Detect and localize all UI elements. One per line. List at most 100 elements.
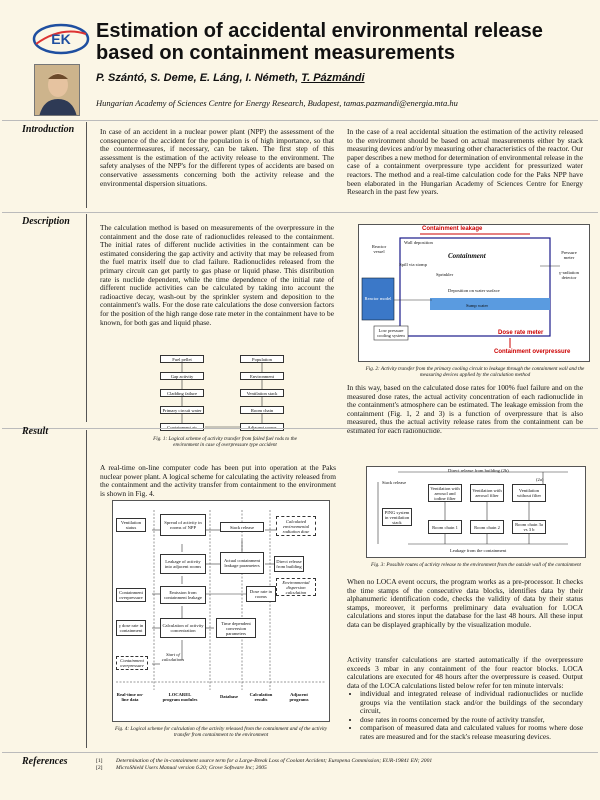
fig1-box: Containment air: [160, 423, 204, 431]
fig3-vent-aerosol-iodine: Ventilation with aerosol and iodine filt…: [428, 484, 462, 502]
intro-left-text: In case of an accident in a nuclear powe…: [100, 127, 334, 188]
result-right-p2: Activity transfer calculations are start…: [347, 655, 583, 690]
reference-text: Determination of the in-containment sour…: [116, 758, 433, 764]
fig3-stack-release: Stack release: [382, 480, 407, 485]
intro-right-text: In the case of a real accidental situati…: [347, 127, 583, 197]
reference-text: MicroShield Users Manual version 6.20; G…: [116, 765, 267, 771]
fig2-deposition-water: Deposition on water surface: [448, 288, 500, 293]
result-right-p1: When no LOCA event occurs, the program w…: [347, 577, 583, 629]
reference-number: [2]: [96, 765, 103, 771]
fig1-caption: Fig. 1: Logical scheme of activity trans…: [153, 436, 297, 448]
fig4-time-dependent: Time dependent conversion parameters: [216, 618, 256, 638]
fig1-arrows: [181, 363, 263, 428]
fig4-env-dispersion: Environmental dispersion calculation: [276, 578, 316, 596]
fig3-vent-without: Ventilation without filter: [512, 484, 546, 502]
fig3-room1: Room chain 1: [428, 520, 462, 534]
fig3-room2: Room chain 2: [470, 520, 504, 534]
fig4-lines: [116, 510, 326, 690]
section-description: Description: [22, 216, 70, 227]
fig4-calc-env: Calculated environmental radiation dose: [276, 516, 316, 536]
fig4-cont-overpressure: Containment overpressure: [116, 588, 146, 602]
fig3-ping: PING system in ventilation stack: [382, 508, 412, 526]
fig3-caption: Fig. 3: Possible routes of activity rele…: [370, 562, 581, 568]
fig1-box: Adjacent rooms: [240, 423, 284, 431]
fig4-bottom-label: Real-time on-line data: [116, 692, 144, 702]
fig3-label-2a: (2a): [536, 477, 544, 482]
fig2-sump-water: Sump water: [466, 303, 489, 308]
ek-logo: EK: [32, 23, 90, 55]
section-rule: [86, 122, 87, 208]
section-result: Result: [22, 426, 49, 437]
divider: [2, 212, 598, 213]
affiliation: Hungarian Academy of Sciences Centre for…: [96, 98, 458, 108]
fig4-bottom-label: LOCAREL program modules: [162, 692, 198, 702]
fig4-caption: Fig. 4: Logical scheme for calculation o…: [114, 726, 328, 738]
fig2-wall-deposition: Wall deposition: [404, 240, 433, 245]
fig4-bottom-label: Database: [219, 694, 239, 699]
reference-item: [1] Determination of the in-containment s…: [96, 758, 432, 765]
fig3-vent-aerosol: Ventilation with aerosol filter: [470, 484, 504, 502]
fig4-bottom-label: Calculation results: [249, 692, 273, 702]
fig4-vent-status: Ventilation status: [116, 518, 146, 532]
reference-number: [1]: [96, 758, 103, 764]
section-rule: [86, 430, 87, 748]
fig4-gamma-dose: γ dose rate in containment: [116, 620, 146, 636]
divider: [2, 428, 598, 429]
fig4-actual-leakage: Actual containment leakage parameters: [220, 552, 264, 574]
fig3-top-label: Direct release from building (2b): [448, 468, 509, 473]
fig3-room3: Room chain 3a vs 3 b: [512, 520, 546, 534]
fig2-sprinkler: Sprinkler: [436, 272, 454, 277]
fig2-low-pressure: Low pressure cooling system: [377, 328, 405, 338]
fig4-frame: [112, 500, 330, 722]
authors-list: P. Szántó, S. Deme, E. Láng, I. Németh,: [96, 72, 299, 84]
bullet-item: comparison of measured data and calculat…: [360, 724, 583, 741]
fig3-leakage-label: Leakage from the containment: [450, 548, 507, 553]
fig1-box: Room chain: [240, 406, 284, 414]
fig4-dose-rate-rooms: Dose rate in rooms: [246, 586, 276, 602]
fig2-dose-rate-meter: Dose rate meter: [498, 330, 544, 336]
result-left-text: A real-time on-line computer code has be…: [100, 463, 336, 498]
references-list: [1] Determination of the in-containment s…: [96, 758, 432, 772]
fig1-box: Gap activity: [160, 372, 204, 380]
fig2-caption: Fig. 2: Activity transfer from the prima…: [365, 366, 585, 378]
fig4-direct-release: Direct release from building: [274, 556, 304, 572]
divider: [2, 752, 598, 753]
logo-text: EK: [51, 31, 70, 47]
fig2-pressure-meter: Pressure meter: [561, 250, 577, 260]
fig2-gamma-detector: γ-radiation detector: [559, 270, 579, 280]
authors: P. Szántó, S. Deme, E. Láng, I. Németh, …: [96, 72, 365, 84]
fig2-containment-overpressure: Containment overpressure: [494, 349, 571, 355]
fig4-bottom-label: Adjacent programs: [289, 692, 309, 702]
fig1-box: Fuel pellet: [160, 355, 204, 363]
description-left-text: The calculation method is based on measu…: [100, 223, 334, 327]
fig4-emission: Emission from containment leakage: [160, 586, 206, 604]
bullet-item: dose rates in rooms concerned by the rou…: [360, 715, 583, 725]
fig1-box: Cladding failure: [160, 389, 204, 397]
fig2-containment: Containment: [448, 252, 486, 260]
fig4-leakage-adjacent: Leakage of activity into adjacent rooms: [160, 554, 206, 574]
fig1-box: Primary circuit water: [160, 406, 204, 414]
fig2-containment-leakage: Containment leakage: [422, 226, 483, 232]
fig4-spread: Spread of activity in rooms of NPP: [160, 514, 206, 536]
result-bullets: individual and integrated release of ind…: [350, 689, 583, 742]
author-photo: [34, 64, 80, 116]
fig4-calc-activity: Calculation of activity concentration: [160, 618, 206, 638]
poster-title: Estimation of accidental environmental r…: [96, 20, 543, 64]
section-references: References: [22, 756, 68, 767]
section-introduction: Introduction: [22, 124, 75, 135]
fig1-box: Population: [240, 355, 284, 363]
reference-item: [2] MicroShield Users Manual version 6.20…: [96, 765, 432, 772]
corresponding-author: T. Pázmándi: [301, 72, 365, 84]
section-rule: [86, 214, 87, 422]
fig4-start-calc: Start of calculations: [161, 652, 185, 662]
fig1-box: Environment: [240, 372, 284, 380]
fig3-lines: [377, 471, 568, 545]
bullet-item: individual and integrated release of ind…: [360, 689, 583, 716]
fig2-reactor-vessel: Reactor vessel: [371, 244, 387, 254]
fig2-reactor-model: Reactor model: [364, 296, 392, 301]
fig2-diagram: [361, 233, 560, 348]
description-right-text: In this way, based on the calculated dos…: [347, 383, 583, 435]
divider: [2, 120, 598, 121]
fig1-box: Ventilation stack: [240, 389, 284, 397]
